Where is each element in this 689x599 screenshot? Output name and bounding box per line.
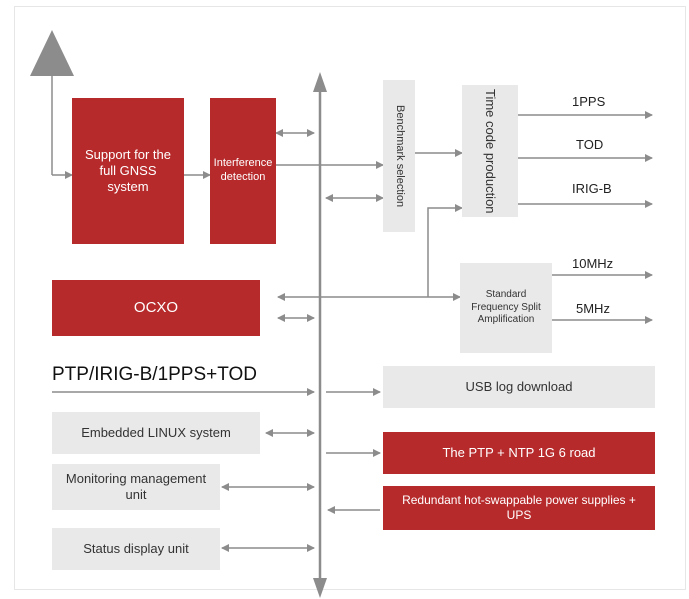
power-block-label: Redundant hot-swappable power supplies +…	[402, 493, 636, 522]
freq-to-timecode-arrow	[427, 204, 463, 297]
ocxo-block: OCXO	[52, 280, 260, 336]
bus-bottom-arrowhead	[313, 578, 327, 598]
monitoring-block: Monitoring management unit	[52, 464, 220, 510]
antenna-icon	[30, 30, 74, 76]
status-block: Status display unit	[52, 528, 220, 570]
status-block-label: Status display unit	[83, 540, 189, 556]
tod-output-label: TOD	[576, 137, 604, 152]
benchmark-block: Benchmark selection	[383, 80, 415, 232]
ptp-ntp-block: The PTP + NTP 1G 6 road	[383, 432, 655, 474]
gnss-block-label: Support for the full GNSS system	[85, 146, 171, 195]
ptp-input-label: PTP/IRIG-B/1PPS+TOD	[52, 364, 258, 385]
ptp-ntp-block-label: The PTP + NTP 1G 6 road	[442, 444, 596, 460]
power-block: Redundant hot-swappable power supplies +…	[383, 486, 655, 530]
diagram-frame	[14, 6, 686, 590]
usb-block: USB log download	[383, 366, 655, 408]
interference-block: Interference detection	[210, 98, 276, 244]
pps-output-label: 1PPS	[572, 94, 606, 109]
linux-block-label: Embedded LINUX system	[81, 424, 231, 440]
mhz5-output-label: 5MHz	[576, 301, 610, 316]
interference-block-label: Interference detection	[213, 157, 273, 183]
ocxo-block-label: OCXO	[133, 298, 179, 316]
usb-block-label: USB log download	[465, 378, 573, 394]
linux-block: Embedded LINUX system	[52, 412, 260, 454]
mhz10-output-label: 10MHz	[572, 256, 614, 271]
benchmark-block-label: Benchmark selection	[393, 104, 406, 208]
irigb-output-label: IRIG-B	[572, 181, 612, 196]
freq-split-block-label: Standard Frequency Split Amplification	[471, 289, 541, 326]
gnss-block: Support for the full GNSS system	[72, 98, 184, 244]
monitoring-block-label: Monitoring management unit	[65, 470, 207, 502]
timecode-block-label: Time code production	[483, 88, 499, 214]
bus-top-arrowhead	[313, 72, 327, 92]
timecode-block: Time code production	[462, 85, 518, 217]
freq-split-block: Standard Frequency Split Amplification	[460, 263, 552, 353]
